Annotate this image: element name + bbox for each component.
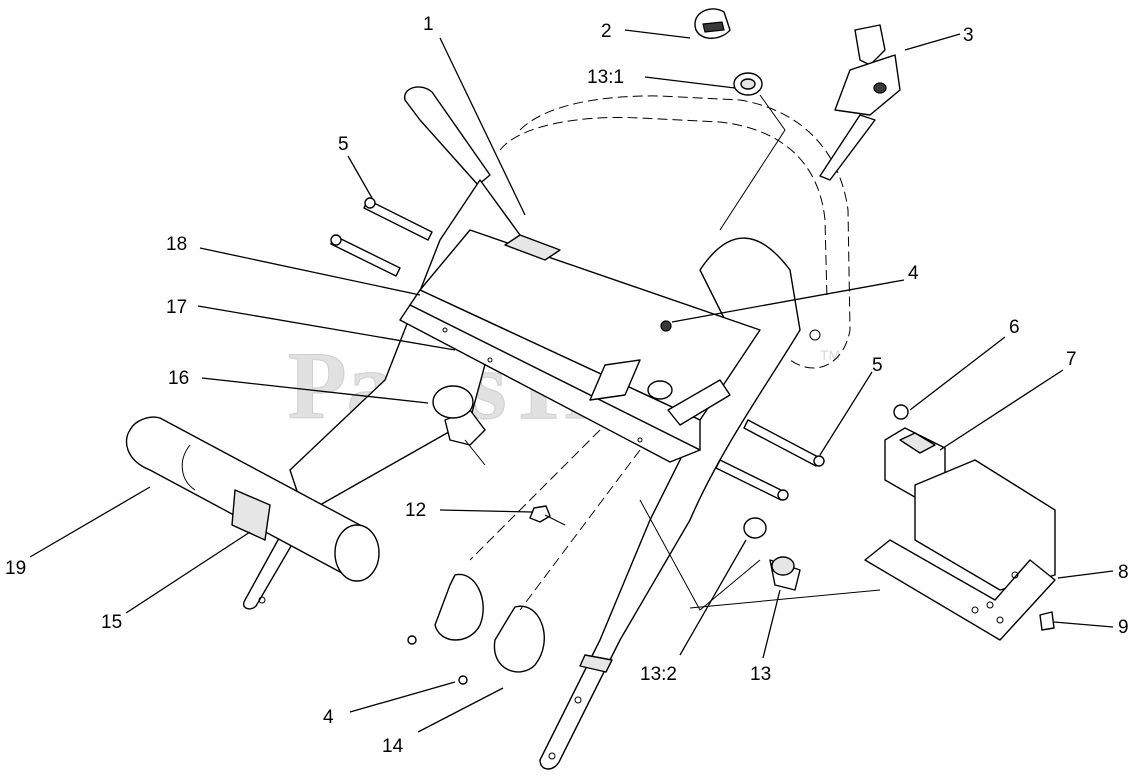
callout-1: 1 [423, 14, 434, 35]
callout-17: 17 [166, 297, 187, 318]
callout-4-lower: 4 [323, 707, 334, 728]
callout-19: 19 [5, 558, 26, 579]
handle-frame-dashed [499, 95, 851, 369]
part-3-lever [819, 24, 901, 181]
callout-labels: 1 2 3 13:1 5 18 4 17 16 6 7 5 12 19 15 8… [5, 14, 1129, 757]
part-9-screw [1039, 611, 1055, 631]
callout-4-upper: 4 [908, 263, 919, 284]
leader-lines [29, 29, 1114, 733]
callout-5-lower: 5 [872, 355, 883, 376]
bolt-5-upper [330, 197, 433, 277]
part-13-1-nut [733, 72, 763, 96]
callout-9: 9 [1118, 617, 1129, 638]
part-16-switch [432, 385, 486, 466]
callout-14: 14 [382, 736, 404, 757]
part-8-bracket [864, 459, 1056, 641]
part-19-grip [125, 416, 380, 582]
callout-5-upper: 5 [338, 134, 349, 155]
callout-8: 8 [1118, 562, 1129, 583]
watermark-tm: TM [820, 347, 840, 363]
callout-12: 12 [405, 500, 426, 521]
callout-13-1: 13:1 [587, 67, 624, 88]
assembly-lines [469, 94, 881, 611]
part-13-key-switch [743, 517, 801, 591]
callout-18: 18 [166, 234, 187, 255]
callout-7: 7 [1066, 349, 1077, 370]
callout-2: 2 [601, 21, 612, 42]
callout-13: 13 [750, 664, 771, 685]
part-12-nut [529, 505, 551, 523]
control-panel [399, 229, 761, 463]
part-6-nut [893, 404, 909, 420]
callout-3: 3 [963, 25, 974, 46]
callout-6: 6 [1009, 317, 1020, 338]
bolt-5-lower [715, 419, 825, 501]
part-2-cap [694, 8, 731, 39]
handle-tube-right [539, 237, 821, 770]
callout-15: 15 [101, 612, 122, 633]
part-14-clamps [407, 573, 545, 685]
callout-13-2: 13:2 [640, 664, 677, 685]
callout-16: 16 [168, 368, 189, 389]
